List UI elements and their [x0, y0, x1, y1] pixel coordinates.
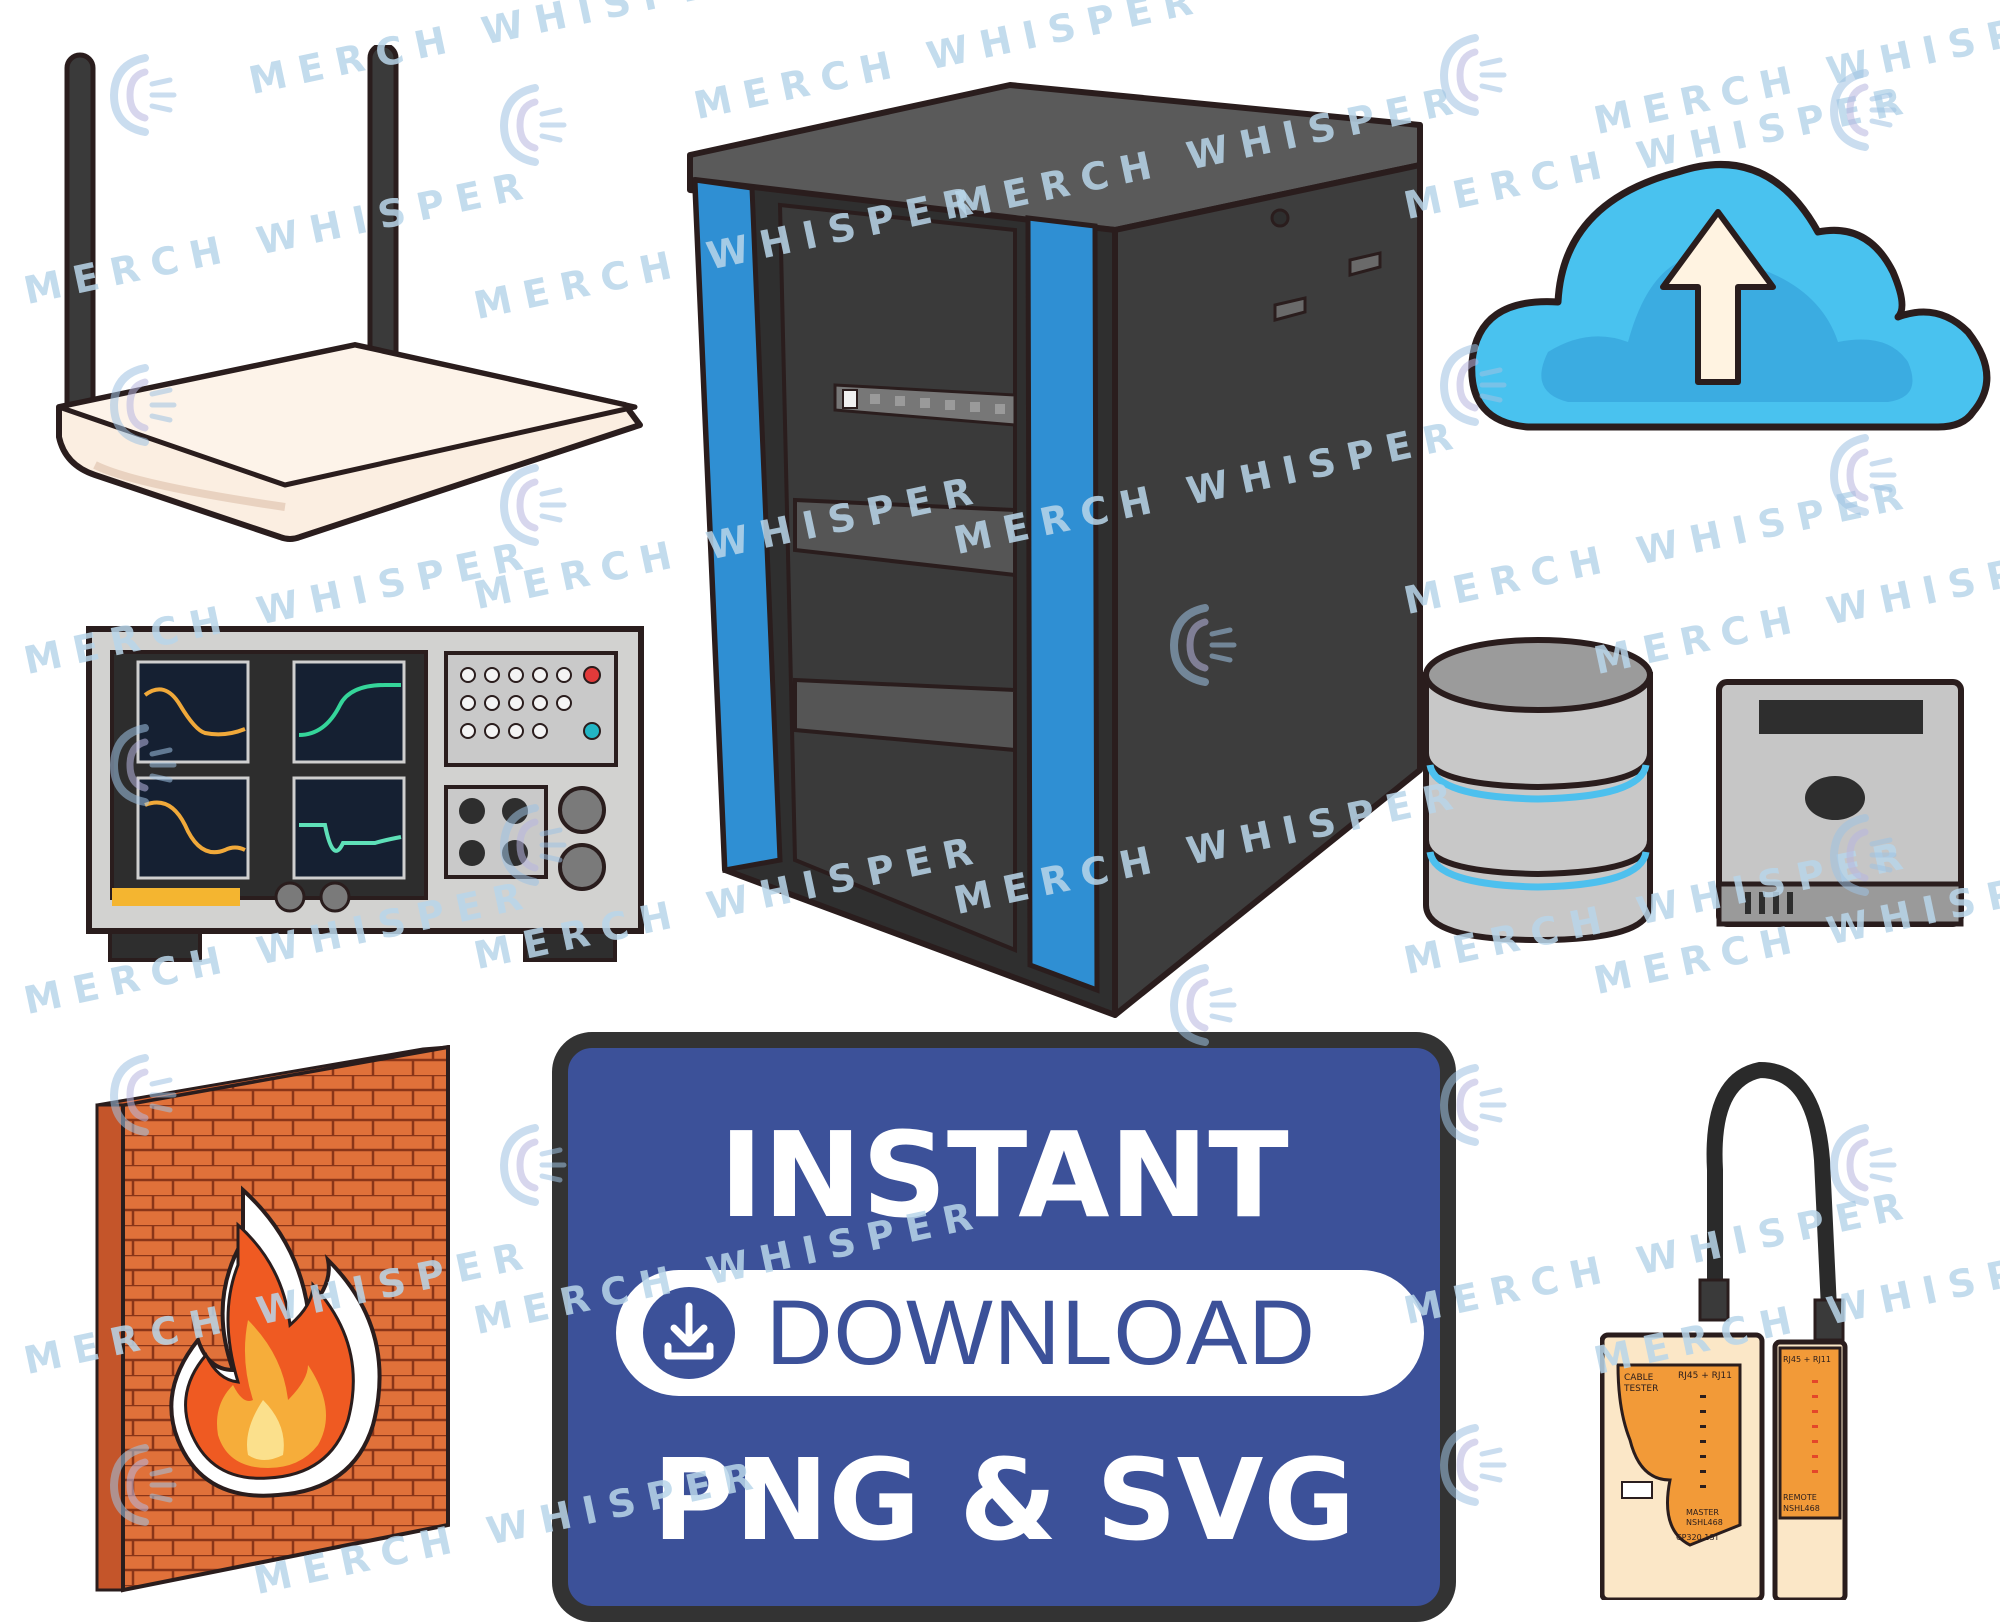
server-rack-cabinet-icon: [687, 82, 1423, 1018]
merch-whisper-logo-icon: [1439, 34, 1507, 116]
oscilloscope-icon: [86, 626, 644, 962]
download-button-label: DOWNLOAD: [766, 1282, 1316, 1384]
download-icon: [643, 1287, 735, 1379]
tester-label-tester: TESTER: [1623, 1384, 1658, 1394]
database-icon: [1423, 637, 1653, 944]
instant-download-banner: INSTANT DOWNLOAD PNG & SVG: [552, 1032, 1456, 1622]
tester-label-cable: CABLE: [1624, 1373, 1654, 1383]
banner-headline: INSTANT: [719, 1106, 1289, 1244]
wifi-router-icon: [56, 45, 643, 542]
tester-label-master: MASTER: [1686, 1508, 1719, 1517]
file-formats: PNG & SVG: [652, 1436, 1356, 1566]
tester-label-model: NSHL468: [1686, 1518, 1723, 1527]
cloud-upload-icon: [1468, 161, 1991, 431]
firewall-icon: [95, 1045, 450, 1593]
tester-port-label-remote: RJ45 + RJ11: [1783, 1355, 1831, 1364]
cable-tester-icon: CABLE TESTER RJ45 + RJ11 MASTER NSHL468 …: [1600, 1061, 1848, 1600]
merch-whisper-logo-icon: [1829, 434, 1897, 516]
tester-port-label-master: RJ45 + RJ11: [1678, 1371, 1732, 1381]
watermark-text: MERCH WHISPER: [1400, 471, 1919, 624]
tester-label-remote: REMOTE: [1783, 1493, 1817, 1502]
tester-label-cp: CP320 1ST: [1676, 1533, 1719, 1542]
tester-label-remote-model: NSHL468: [1783, 1504, 1820, 1513]
hard-drive-icon: [1716, 679, 1964, 927]
download-button[interactable]: DOWNLOAD: [616, 1270, 1424, 1396]
